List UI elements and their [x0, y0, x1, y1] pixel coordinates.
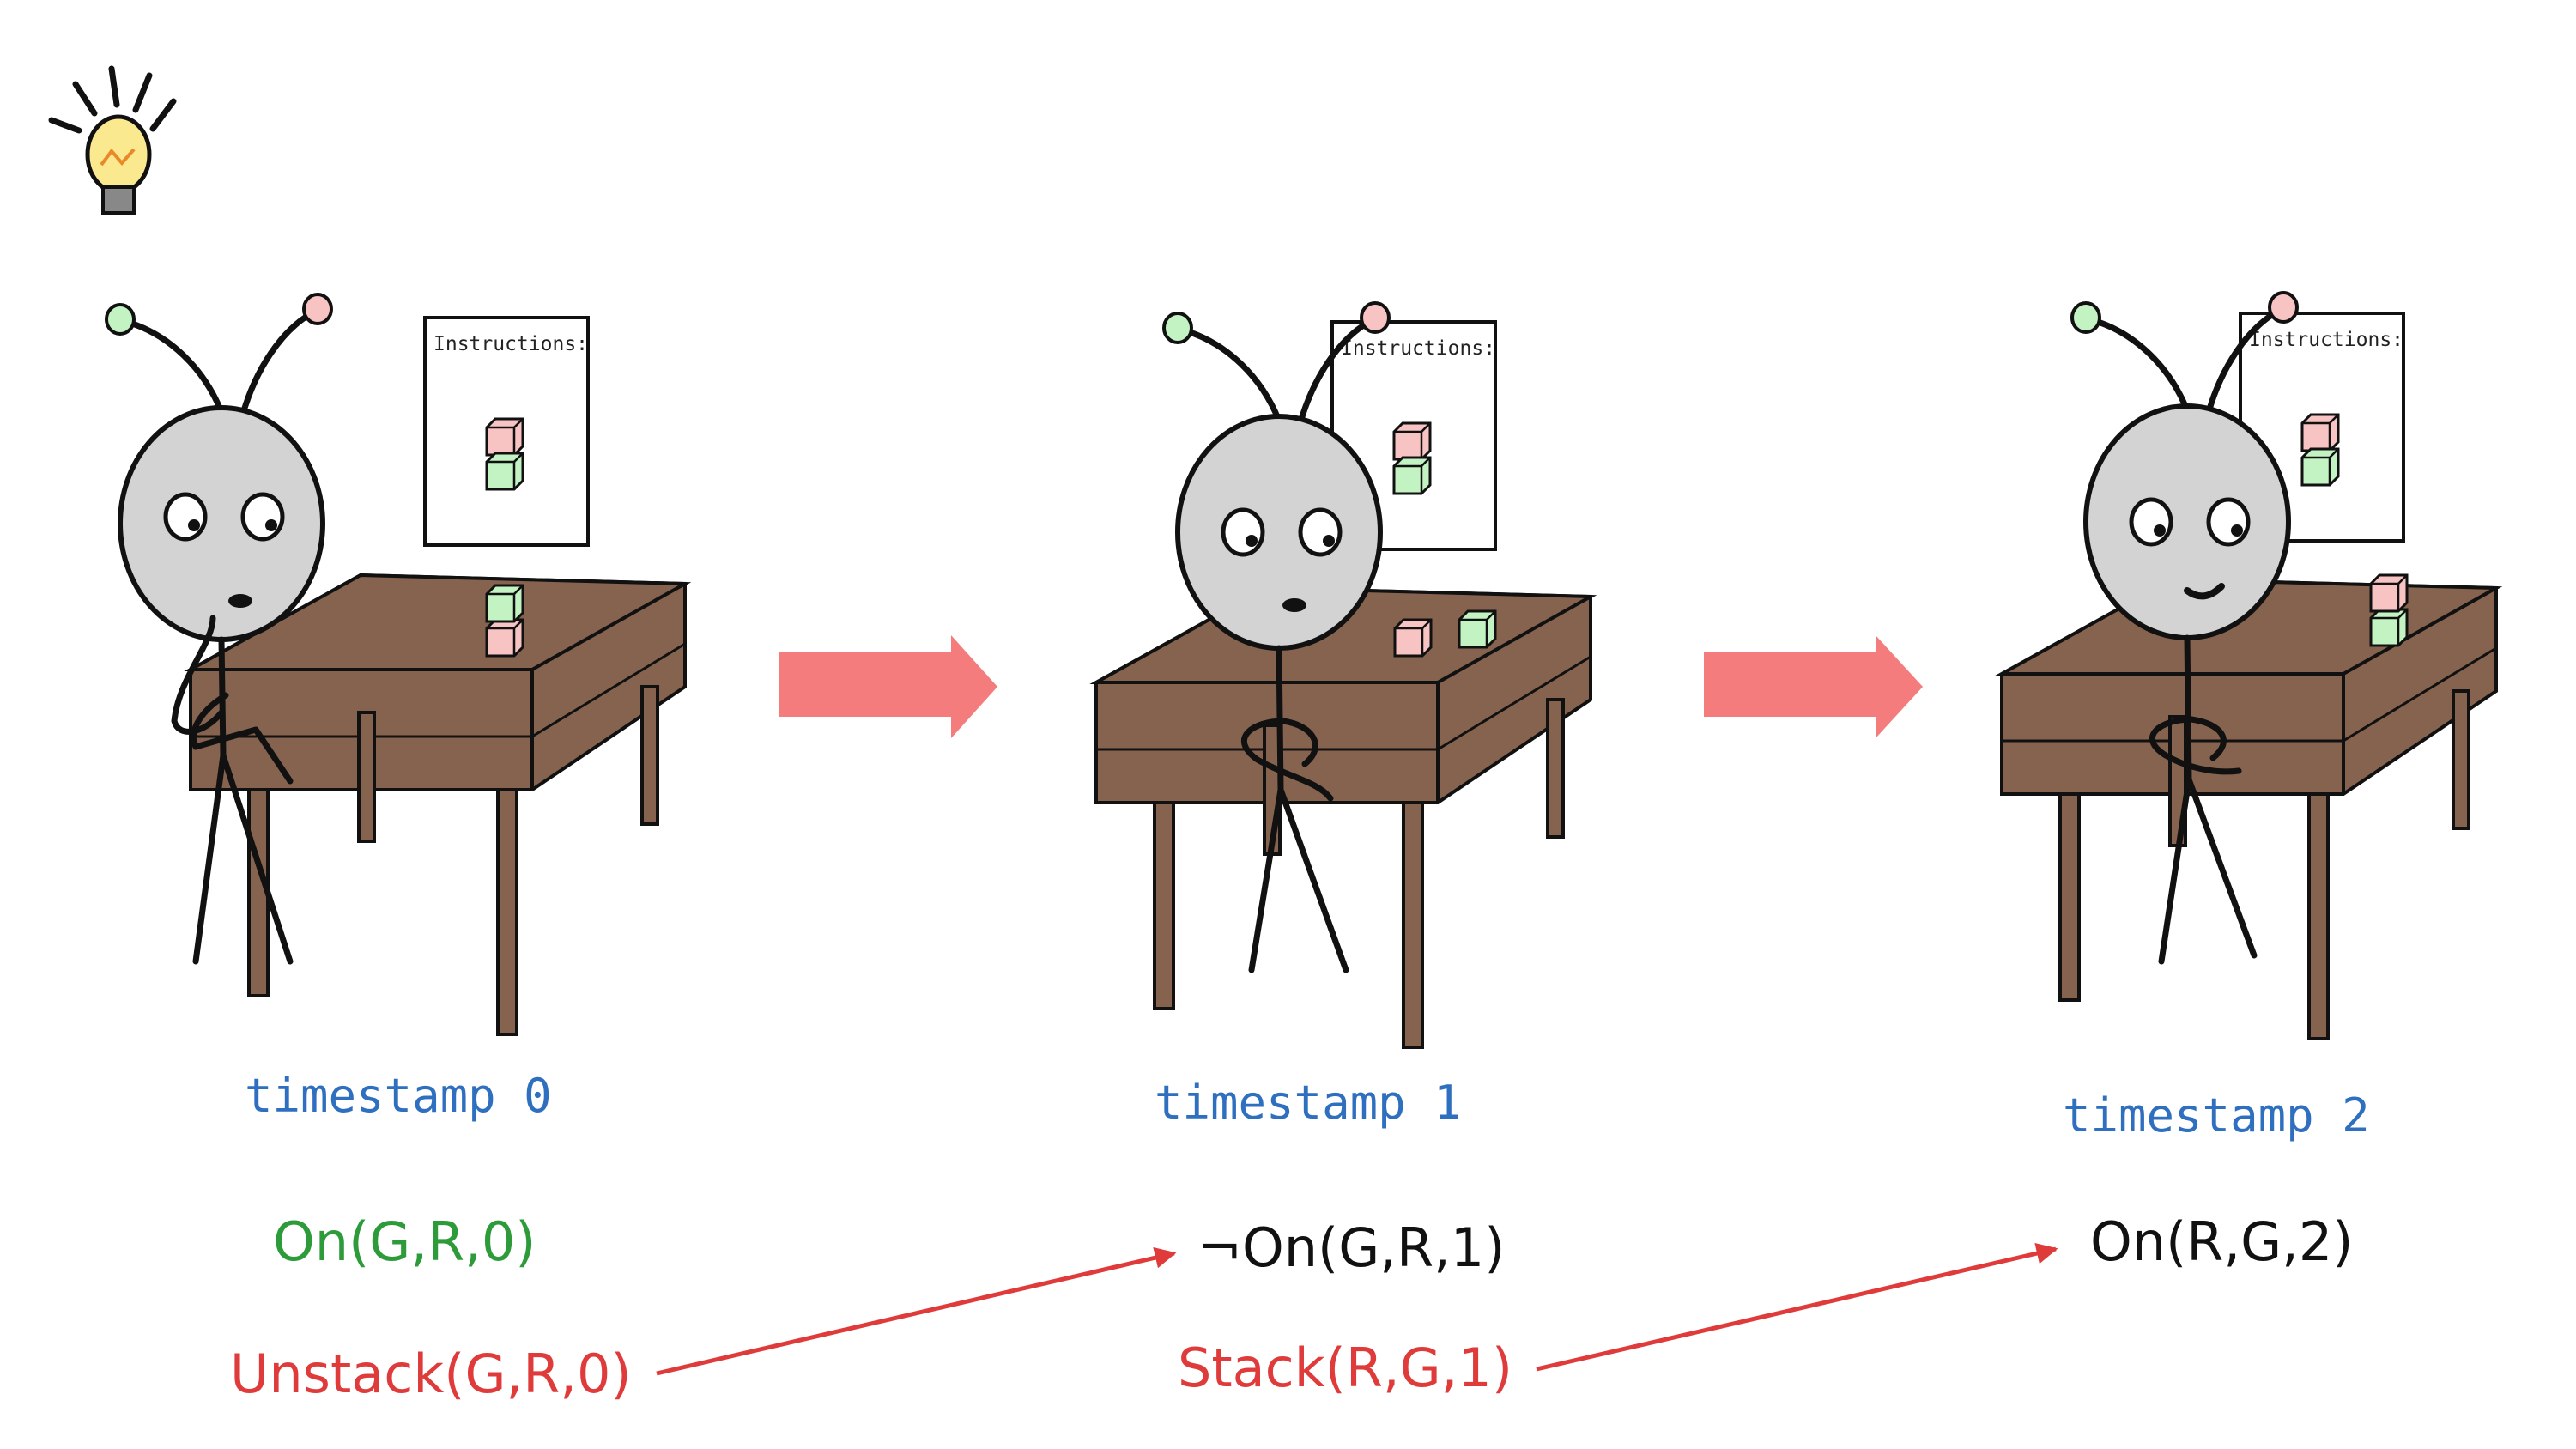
table [1094, 586, 1592, 1049]
action-1: Stack(R,G,1) [1178, 1337, 1512, 1399]
lightbulb-icon [48, 65, 177, 215]
instruction-sheet: Instructions: [425, 318, 588, 545]
block-stack [485, 584, 524, 658]
timestamp-label-1: timestamp 1 [1155, 1076, 1462, 1130]
action-0: Unstack(G,R,0) [230, 1343, 632, 1405]
table [189, 573, 687, 1036]
scene-timestamp-2: Instructions: [2000, 293, 2498, 1040]
right-arrow-icon [1704, 635, 1923, 738]
instructions-label: Instructions: [433, 333, 588, 355]
state-predicate-2: On(R,G,2) [2090, 1210, 2353, 1273]
scene-timestamp-1: Instructions: [1094, 303, 1592, 1049]
table [2000, 578, 2498, 1040]
instruction-sheet: Instructions: [1332, 322, 1495, 549]
timestamp-label-2: timestamp 2 [2063, 1088, 2370, 1143]
instructions-label: Instructions: [2249, 329, 2403, 351]
scene-timestamp-0: Instructions: [106, 294, 687, 1036]
instruction-sheet: Instructions: [2240, 313, 2403, 541]
causal-arrow [656, 1246, 1177, 1376]
alien-thinking [106, 294, 331, 965]
causal-arrow [1536, 1242, 2058, 1372]
right-arrow-icon [779, 635, 997, 738]
state-predicate-0: On(G,R,0) [273, 1210, 536, 1273]
timestamp-label-0: timestamp 0 [245, 1069, 552, 1123]
state-predicate-1: ¬On(G,R,1) [1197, 1216, 1505, 1279]
alien-neutral [1164, 303, 1389, 973]
block-stack [2369, 573, 2409, 647]
alien-smiling [2072, 293, 2297, 965]
instructions-label: Instructions: [1341, 337, 1495, 360]
